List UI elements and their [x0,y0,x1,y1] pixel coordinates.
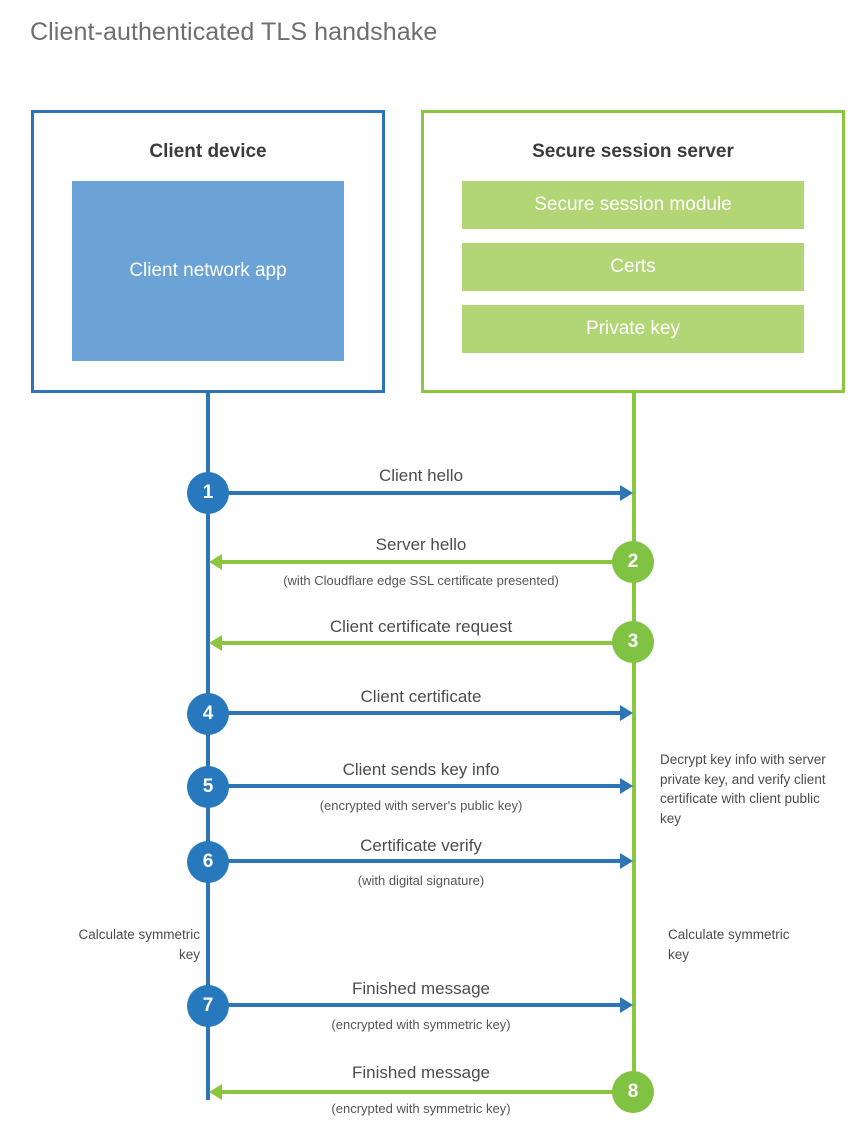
step-7-circle[interactable]: 7 [187,985,229,1027]
step-4-arrow-head-right-icon [620,705,633,721]
step-8-sublabel: (encrypted with symmetric key) [331,1101,511,1116]
step-2-arrow-shaft [222,560,634,564]
step-4-arrow-shaft [208,711,620,715]
step-2-circle[interactable]: 2 [612,541,654,583]
page-title: Client-authenticated TLS handshake [30,18,438,46]
server-item-certs: Certs [462,243,804,291]
step-7-label: Finished message [352,979,490,998]
step-1-arrow-shaft [208,491,620,495]
step-5-sublabel: (encrypted with server's public key) [319,798,523,813]
step-7-arrow-shaft [208,1003,620,1007]
step-4-label: Client certificate [360,687,482,706]
step-1-arrow-head-right-icon [620,485,633,501]
step-2-arrow-head-left-icon [209,554,222,570]
step-5-arrow-shaft [208,784,620,788]
step-2-sublabel: (with Cloudflare edge SSL certificate pr… [283,573,559,588]
step-8-arrow-head-left-icon [209,1084,222,1100]
step-5-arrow-head-right-icon [620,778,633,794]
server-item-private-key: Private key [462,305,804,353]
step-6-label: Certificate verify [360,836,482,855]
client-lifeline [206,393,210,1100]
server-lifeline [632,393,636,1093]
step-3-arrow-head-left-icon [209,635,222,651]
server-decrypt-note: Decrypt key info with server private key… [660,752,826,826]
step-4-circle[interactable]: 4 [187,693,229,735]
step-6-arrow-head-right-icon [620,853,633,869]
secure-session-server-title: Secure session server [532,141,734,162]
step-6-sublabel: (with digital signature) [357,873,485,888]
server-item-secure-session-module: Secure session module [462,181,804,229]
step-5-label: Client sends key info [342,760,500,779]
secure-session-server-box: Secure session server Secure session mod… [421,110,845,393]
server-calculate-symmetric-key-note: Calculate symmetric key [668,927,790,962]
step-6-circle[interactable]: 6 [187,841,229,883]
step-1-label: Client hello [378,466,464,485]
step-8-label: Finished message [352,1063,490,1082]
step-2-label: Server hello [375,535,467,554]
client-network-app-block: Client network app [72,181,344,361]
step-3-label: Client certificate request [329,617,513,636]
client-device-box: Client device Client network app [31,110,385,393]
step-5-circle[interactable]: 5 [187,766,229,808]
client-device-title: Client device [149,141,267,162]
step-3-circle[interactable]: 3 [612,621,654,663]
step-8-circle[interactable]: 8 [612,1071,654,1113]
step-8-arrow-shaft [222,1090,634,1094]
step-1-circle[interactable]: 1 [187,472,229,514]
step-6-arrow-shaft [208,859,620,863]
step-3-arrow-shaft [222,641,634,645]
client-calculate-symmetric-key-note: Calculate symmetric key [78,927,200,962]
step-7-arrow-head-right-icon [620,997,633,1013]
step-7-sublabel: (encrypted with symmetric key) [331,1017,511,1032]
server-component-stack: Secure session module Certs Private key [462,181,804,367]
